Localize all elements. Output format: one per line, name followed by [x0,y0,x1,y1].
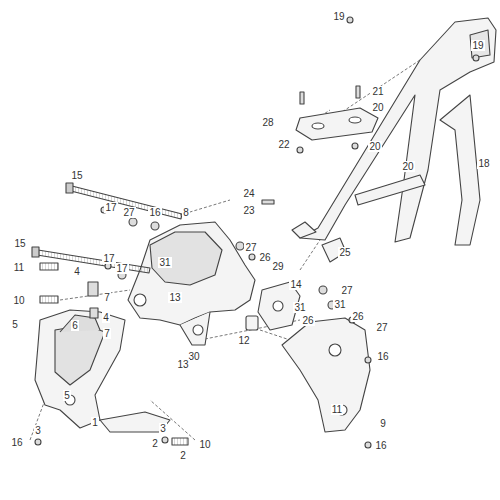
callout-number: 3 [159,423,167,434]
callout-number: 8 [182,207,190,218]
callout-number: 3 [34,425,42,436]
frame-parts [32,17,496,448]
callout-number: 4 [73,266,81,277]
callout-number: 12 [237,335,250,346]
callout-number: 13 [168,292,181,303]
callout-number: 27 [340,285,353,296]
callout-number: 27 [122,207,135,218]
callout-number: 16 [148,207,161,218]
callout-number: 31 [158,257,171,268]
callout-number: 11 [331,404,343,415]
callout-number: 5 [63,390,71,401]
callout-number: 16 [376,351,389,362]
callout-number: 10 [12,295,25,306]
callout-number: 26 [301,315,314,326]
callout-number: 17 [102,253,115,264]
callout-number: 21 [371,86,384,97]
callout-number: 11 [13,262,25,273]
callout-number: 28 [261,117,274,128]
callout-number: 2 [151,438,159,449]
callout-number: 18 [477,158,490,169]
callout-number: 17 [115,263,128,274]
callout-number: 19 [332,11,345,22]
leader-lines [30,60,420,440]
callout-number: 31 [333,299,346,310]
callout-number: 4 [102,312,110,323]
callout-number: 1 [91,417,99,428]
callout-number: 5 [11,319,19,330]
callout-number: 20 [368,141,381,152]
callout-number: 15 [13,238,26,249]
callout-number: 7 [103,292,111,303]
callout-number: 2 [179,450,187,461]
callout-number: 6 [71,320,79,331]
callout-number: 16 [374,440,387,451]
callout-number: 24 [242,188,255,199]
callout-number: 9 [379,418,387,429]
callout-number: 17 [104,202,117,213]
callout-number: 22 [277,139,290,150]
callout-number: 27 [244,242,257,253]
callout-number: 16 [10,437,23,448]
callout-number: 13 [176,359,189,370]
callout-number: 31 [293,302,306,313]
callout-number: 26 [351,311,364,322]
callout-number: 23 [242,205,255,216]
callout-number: 14 [289,279,302,290]
callout-number: 15 [70,170,83,181]
callout-number: 19 [471,40,484,51]
callout-number: 10 [198,439,211,450]
callout-number: 27 [375,322,388,333]
callout-number: 20 [401,161,414,172]
callout-number: 26 [258,252,271,263]
callout-number: 7 [103,328,111,339]
callout-number: 20 [371,102,384,113]
callout-number: 25 [338,247,351,258]
callout-number: 29 [271,261,284,272]
